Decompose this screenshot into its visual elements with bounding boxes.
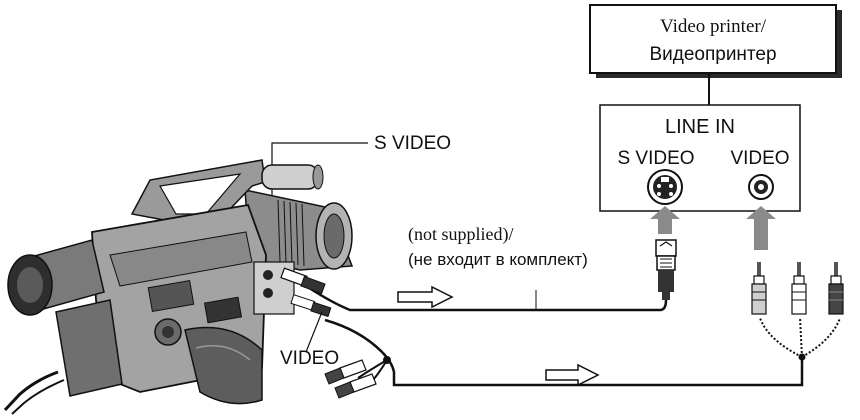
signal-arrow-icon bbox=[650, 206, 776, 250]
line-in-title: LINE IN bbox=[665, 116, 735, 138]
rca-plug-icon bbox=[791, 262, 807, 315]
printer-label-ru: Видеопринтер bbox=[649, 44, 776, 65]
camcorder-icon bbox=[3, 159, 354, 415]
rca-plug-icon bbox=[324, 359, 377, 399]
signal-direction-arrow bbox=[397, 285, 454, 309]
printer-label-en: Video printer/ bbox=[660, 16, 767, 37]
av-cable bbox=[324, 318, 804, 387]
signal-direction-arrow bbox=[545, 363, 600, 387]
video-callout-label: VIDEO bbox=[280, 348, 339, 369]
jack-label-video: VIDEO bbox=[730, 148, 789, 169]
cable-note-en: (not supplied)/ bbox=[408, 224, 514, 245]
svideo-jack-icon bbox=[647, 169, 683, 205]
line-in-panel: LINE IN S VIDEO VIDEO bbox=[599, 104, 801, 212]
svideo-plug-icon bbox=[655, 239, 677, 300]
svideo-cable bbox=[299, 280, 668, 312]
rca-plug-icon bbox=[828, 262, 844, 315]
cable-note-ru: (не входит в комплект) bbox=[408, 250, 588, 269]
rca-plug-group bbox=[751, 262, 844, 361]
rca-plug-icon bbox=[751, 262, 767, 315]
svideo-callout-label: S VIDEO bbox=[374, 133, 451, 154]
video-jack-icon bbox=[748, 174, 774, 200]
video-printer-box: Video printer/ Видеопринтер bbox=[589, 4, 842, 78]
jack-label-svideo: S VIDEO bbox=[617, 148, 694, 169]
video-callout-line bbox=[305, 311, 323, 353]
